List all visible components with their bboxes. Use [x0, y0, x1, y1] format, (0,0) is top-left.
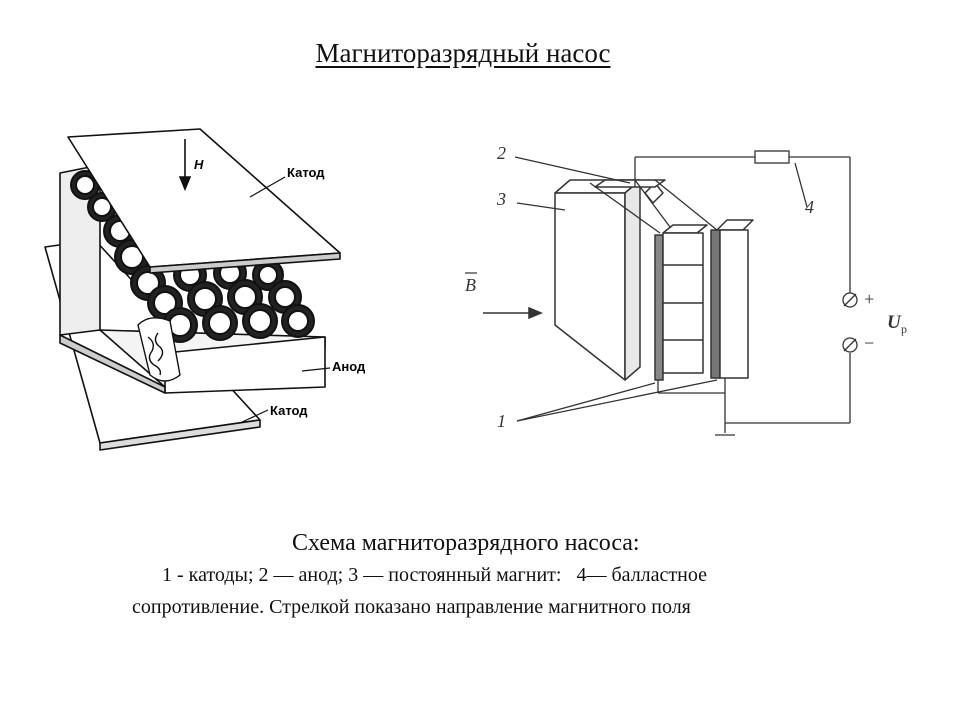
- pump-circuit-diagram: B 2 3 4 1 + − U р: [465, 143, 907, 436]
- ballast-resistor: [754, 150, 790, 164]
- label-cathode-bottom: Катод: [270, 403, 308, 418]
- label-2: 2: [497, 143, 506, 163]
- label-plus: +: [863, 289, 875, 309]
- label-h: H: [194, 157, 204, 172]
- label-4: 4: [805, 197, 814, 217]
- caption-title: Схема магниторазрядного насоса:: [292, 530, 640, 556]
- cathode-right: [710, 229, 721, 379]
- pump-exploded-diagram: H Катод Анод Катод: [44, 128, 366, 451]
- label-minus: −: [863, 333, 875, 353]
- label-u: U: [887, 312, 902, 333]
- page-title: Магниторазрядный насос: [315, 38, 611, 68]
- label-anode: Анод: [332, 359, 366, 374]
- label-1: 1: [497, 411, 506, 431]
- label-b: B: [465, 275, 476, 295]
- label-3: 3: [496, 189, 506, 209]
- magnet-right: [716, 219, 754, 231]
- caption-line-2: сопротивление. Стрелкой показано направл…: [132, 596, 691, 618]
- label-u-sub: р: [901, 322, 907, 336]
- top-cathode-plate: [67, 128, 341, 268]
- discharge-column: [137, 317, 181, 382]
- label-cathode-top: Катод: [287, 165, 325, 180]
- caption-line-1: 1 - катоды; 2 — анод; 3 — постоянный маг…: [162, 564, 707, 586]
- field-arrow-icon: [178, 139, 192, 192]
- field-arrow-icon: [483, 306, 543, 320]
